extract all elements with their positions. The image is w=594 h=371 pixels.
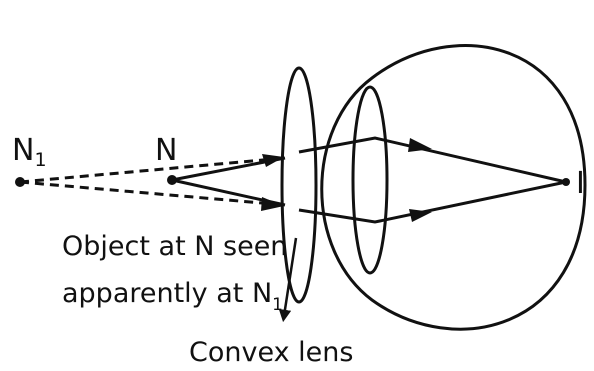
ray-upper-to-retina: [298, 136, 567, 184]
ray-lower-to-retina: [298, 180, 567, 224]
virtual-ray-upper: [19, 156, 286, 184]
ray-arrow-upper-right: [408, 138, 432, 152]
ray-arrow-upper-left: [262, 154, 284, 167]
point-n1: [15, 177, 25, 187]
eye-lens: [351, 85, 389, 275]
virtual-ray-lower: [19, 180, 286, 207]
convex-lens-label: Convex lens: [189, 337, 353, 368]
label-n1: N1: [12, 133, 47, 171]
convex-lens: [280, 66, 318, 304]
eye-outline: [320, 44, 587, 331]
object-caption-line2: apparently at N1: [62, 278, 283, 315]
object-caption-line1: Object at N seen: [62, 231, 287, 262]
label-n: N: [155, 133, 177, 168]
point-n: [167, 175, 177, 185]
ray-arrow-lower-right: [409, 209, 432, 222]
label-i: I: [576, 166, 585, 201]
ray-arrow-lower-left: [261, 197, 284, 211]
lens-pointer-line: [278, 237, 298, 323]
point-i: [562, 178, 570, 186]
